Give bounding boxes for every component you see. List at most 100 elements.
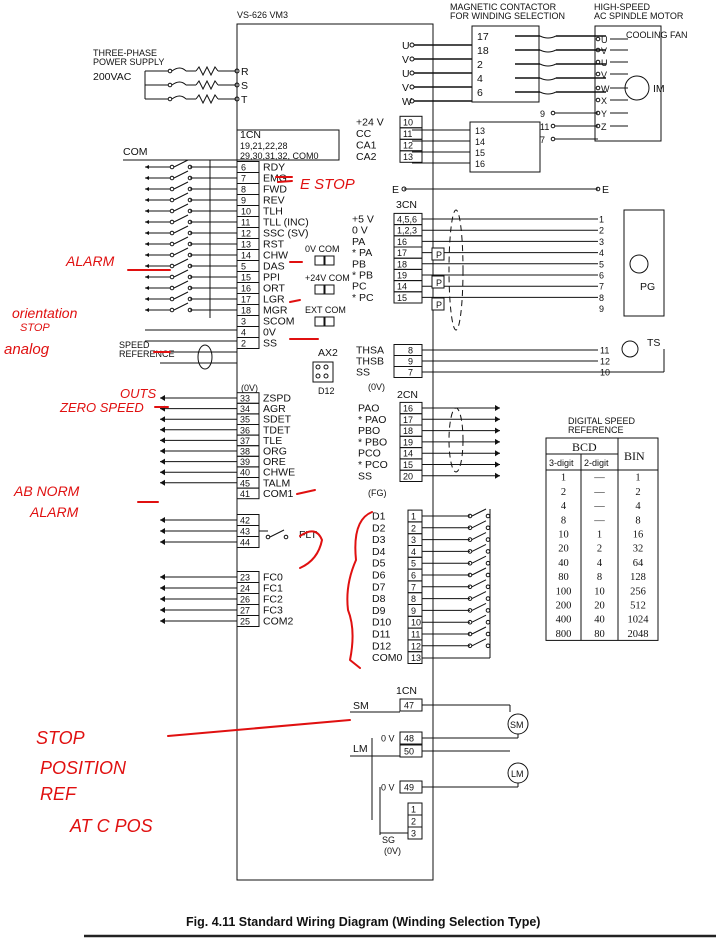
cn2-fg: (FG)	[368, 488, 387, 498]
cn1-out-signal-5: ORG	[263, 446, 287, 458]
ths-pin-7: 7	[408, 368, 413, 378]
table-cell-7-2: 128	[630, 572, 646, 583]
output-term-1: V	[402, 54, 409, 66]
annotation-orientation-stop: STOP	[20, 322, 50, 334]
power-term-r: R	[241, 66, 249, 78]
cn1-input-switch-10-blade	[173, 203, 189, 212]
cn2-signal-6: SS	[358, 470, 372, 482]
fc-signal-2: FC2	[263, 594, 283, 606]
cn1-input-switch-5-contact-b	[187, 263, 193, 269]
cn1-pin-16: 16	[241, 284, 251, 294]
cn3-pin-5: 19	[397, 271, 407, 281]
digital-switch-10-contact-a	[467, 619, 473, 625]
table-cell-1-1: —	[593, 487, 605, 498]
d-pin-6: 6	[411, 571, 416, 581]
flt-relay-blade	[269, 529, 285, 538]
cn1-input-switch-11-contact-b	[187, 219, 193, 225]
flt-relay-contact-b	[283, 534, 289, 540]
output-arrow	[160, 618, 165, 624]
d-signal-1: D2	[372, 522, 386, 534]
cn1-input-switch-15-contact-b	[187, 274, 193, 280]
cn1-input-switch-10-contact-b	[187, 208, 193, 214]
figure-caption: Fig. 4.11 Standard Wiring Diagram (Windi…	[186, 915, 540, 929]
power-breaker-contact	[167, 68, 173, 74]
motor-title-2: AC SPINDLE MOTOR	[594, 11, 684, 21]
table-cell-4-2: 16	[633, 530, 644, 541]
sg-pin-1: 1	[411, 805, 416, 815]
table-title-2: REFERENCE	[568, 425, 624, 435]
input-arrow	[145, 176, 149, 180]
table-cell-8-0: 100	[556, 586, 572, 597]
contactor-pin-17: 17	[477, 31, 489, 43]
output-arrow	[160, 426, 165, 433]
cn1-signal-3: REV	[263, 195, 285, 207]
power-breaker-contact	[167, 82, 173, 88]
digital-switch-6-contact-b	[485, 572, 491, 578]
cn1-signal-2: FWD	[263, 184, 287, 196]
digital-switch-10-contact-b	[485, 619, 491, 625]
motor-terminal	[595, 36, 601, 42]
digital-switch-6-contact-a	[467, 572, 473, 578]
table-cell-5-2: 32	[633, 544, 644, 555]
cn1-pin-5: 5	[241, 262, 246, 272]
cn1-input-switch-11-blade	[173, 214, 189, 223]
fc-pin-25: 25	[240, 617, 250, 627]
contactor-switch-arc	[539, 63, 557, 67]
cn1-signal-9: DAS	[263, 261, 285, 273]
cn1-input-switch-12-blade	[173, 225, 189, 234]
digital-switch-4-contact-b	[485, 549, 491, 554]
input-arrow	[145, 275, 149, 279]
digital-switch-11-contact-b	[485, 631, 491, 637]
cn1-input-switch-12-contact-b	[187, 230, 193, 236]
cn1-input-switch-9-blade	[173, 192, 189, 201]
digital-switch-10-blade	[471, 614, 487, 623]
cn1-out-signal-2: SDET	[263, 414, 292, 426]
digital-switch-11-contact-a	[467, 631, 473, 637]
contactor-pin-6: 6	[477, 87, 483, 99]
digital-switch-4-blade	[471, 543, 487, 552]
output-arrow	[495, 427, 500, 434]
fc-pin-23: 23	[240, 573, 250, 583]
digital-switch-5-contact-b	[485, 560, 491, 566]
cn3-title: 3CN	[396, 199, 417, 211]
pg-pin-7: 7	[599, 282, 604, 292]
ts-sensor	[621, 340, 639, 358]
input-arrow	[145, 264, 149, 268]
fc-pin-24: 24	[240, 584, 250, 594]
motor-term-0: U	[601, 35, 608, 45]
input-arrow	[145, 187, 149, 191]
fc-signal-1: FC1	[263, 583, 283, 595]
table-cell-6-0: 40	[558, 558, 569, 569]
cn1-out-pin-35: 35	[240, 415, 250, 425]
d-signal-4: D5	[372, 558, 386, 570]
fc-signal-3: FC3	[263, 605, 283, 617]
cn1-input-switch-16-blade	[173, 280, 189, 289]
cn2-pin-14: 14	[403, 449, 413, 459]
power-breaker-arc	[171, 95, 187, 100]
cn1-signal-6: SSC (SV)	[263, 228, 309, 240]
cn1-input-switch-17-contact-b	[187, 296, 193, 302]
table-cell-7-0: 80	[558, 572, 569, 583]
table-cell-8-2: 256	[630, 586, 646, 597]
annotation-stop: STOP	[36, 728, 85, 748]
cn1-pin-10: 10	[241, 207, 251, 217]
annotation-abnorm: AB NORM	[13, 483, 80, 499]
output-arrow	[495, 450, 500, 457]
digital-switch-7-contact-a	[467, 584, 473, 590]
cn1-signal-12: LGR	[263, 294, 285, 306]
cn3-pin-7: 15	[397, 293, 407, 303]
cn1-input-switch-7-contact-a	[169, 175, 175, 181]
jumper-label-1: +24V COM	[305, 273, 350, 283]
output-arrow	[495, 405, 500, 411]
cn1-signal-15: 0V	[263, 327, 276, 339]
cn1-input-switch-16-contact-b	[187, 285, 193, 291]
input-arrow	[145, 308, 149, 312]
table-border	[545, 437, 659, 641]
d-signal-0: D1	[372, 511, 386, 523]
cn1-signal-8: CHW	[263, 250, 288, 262]
contactor-switch-arc	[539, 91, 557, 95]
digital-switch-8-contact-b	[485, 596, 491, 601]
cn1-out-signal-3: TDET	[263, 424, 291, 436]
twisted-pair-label-0: P	[436, 250, 442, 260]
digital-switch-3-contact-b	[485, 537, 491, 542]
